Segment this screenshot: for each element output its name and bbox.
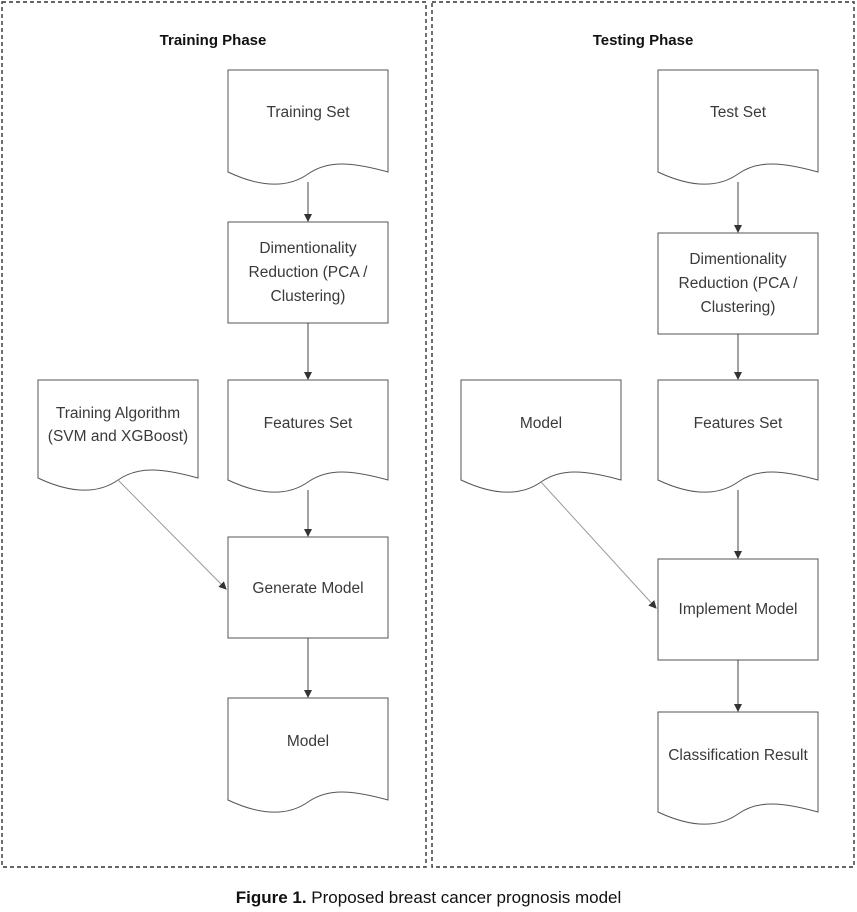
testing-model-node: Model xyxy=(460,379,622,493)
testing-dim-reduction-line-1: Dimentionality xyxy=(689,251,787,268)
testing-dim-reduction-line-2: Reduction (PCA / xyxy=(679,275,799,292)
training-phase-frame xyxy=(1,1,427,868)
testing-dim-reduction-node: Dimentionality Reduction (PCA / Clusteri… xyxy=(657,232,819,335)
generate-model-label: Generate Model xyxy=(252,580,363,597)
edge-algorithm-to-generate-model xyxy=(117,479,227,590)
figure-caption-label: Figure 1. xyxy=(235,888,307,907)
training-phase-title: Training Phase xyxy=(160,32,267,49)
classification-result-node: Classification Result xyxy=(657,711,819,825)
classification-result-label: Classification Result xyxy=(668,747,808,764)
figure-caption: Figure 1. Proposed breast cancer prognos… xyxy=(0,888,857,908)
testing-model-label: Model xyxy=(520,415,562,432)
testing-dim-reduction-line-3: Clustering) xyxy=(701,299,776,316)
training-set-node: Training Set xyxy=(227,69,389,185)
training-dim-reduction-line-2: Reduction (PCA / xyxy=(249,264,369,281)
test-set-node: Test Set xyxy=(657,69,819,185)
training-algorithm-node: Training Algorithm (SVM and XGBoost) xyxy=(37,379,199,491)
edge-model-to-implement-model xyxy=(540,481,657,609)
testing-phase-frame xyxy=(431,1,855,868)
test-set-label: Test Set xyxy=(710,104,767,121)
figure-caption-text: Proposed breast cancer prognosis model xyxy=(306,888,622,907)
implement-model-label: Implement Model xyxy=(679,601,798,618)
generate-model-node: Generate Model xyxy=(227,536,389,639)
testing-features-set-node: Features Set xyxy=(657,379,819,493)
testing-phase-title: Testing Phase xyxy=(593,32,694,49)
training-model-node: Model xyxy=(227,697,389,813)
training-features-set-label: Features Set xyxy=(264,415,353,432)
testing-features-set-label: Features Set xyxy=(694,415,783,432)
training-dim-reduction-line-3: Clustering) xyxy=(271,288,346,305)
training-algorithm-line-2: (SVM and XGBoost) xyxy=(48,428,188,445)
training-dim-reduction-node: Dimentionality Reduction (PCA / Clusteri… xyxy=(227,221,389,324)
training-algorithm-line-1: Training Algorithm xyxy=(56,405,180,422)
training-model-label: Model xyxy=(287,733,329,750)
implement-model-node: Implement Model xyxy=(657,558,819,661)
training-dim-reduction-line-1: Dimentionality xyxy=(259,240,357,257)
training-features-set-node: Features Set xyxy=(227,379,389,493)
training-set-label: Training Set xyxy=(267,104,351,121)
